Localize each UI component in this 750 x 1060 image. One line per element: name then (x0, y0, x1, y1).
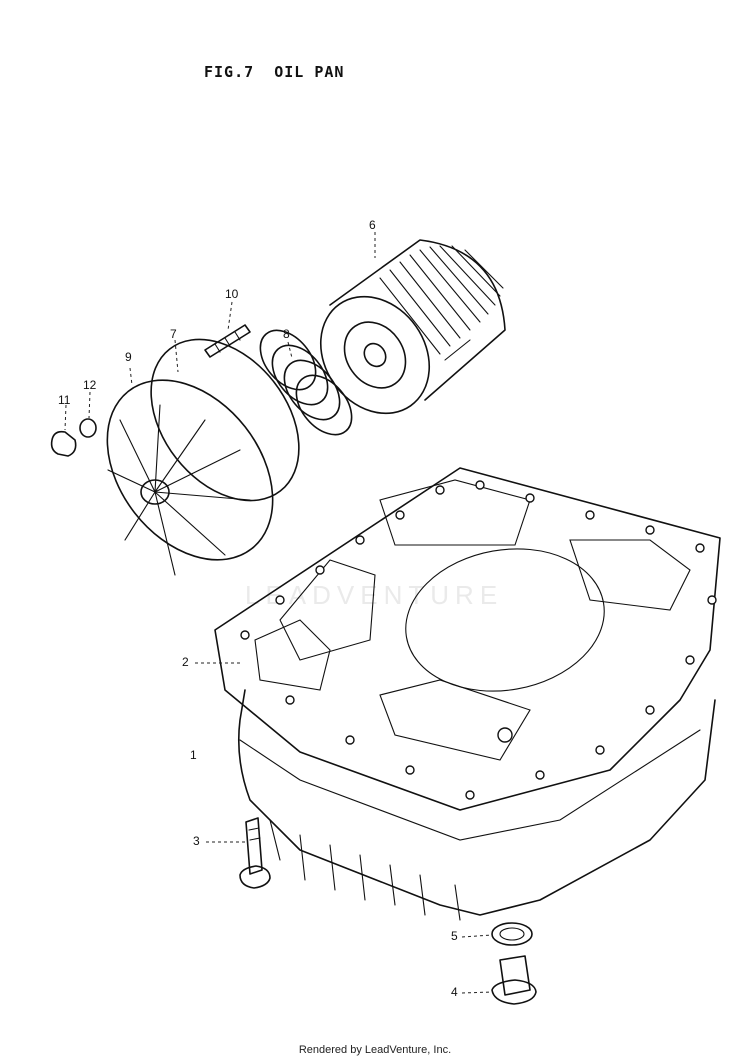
callout-10: 10 (225, 287, 239, 301)
callout-8: 8 (283, 327, 290, 341)
bolt-part-3 (239, 817, 271, 889)
gasket-part-7 (150, 338, 300, 502)
pan-gasket-part-2 (214, 467, 721, 811)
callout-4: 4 (451, 985, 458, 999)
callout-5: 5 (451, 929, 458, 943)
oil-filter-part-6 (319, 239, 506, 415)
washer-part-5 (491, 922, 533, 946)
leader-lines (64, 232, 493, 994)
cap-nut-part-11 (50, 430, 77, 457)
callout-6: 6 (369, 218, 376, 232)
callout-2: 2 (182, 655, 189, 669)
oil-pan-part-1 (237, 689, 716, 921)
figure-title: FIG.7 OIL PAN (204, 63, 345, 81)
stud-part-10 (204, 324, 251, 358)
watermark: LEADVENTURE (245, 580, 504, 610)
footer-credit: Rendered by LeadVenture, Inc. (298, 1044, 452, 1056)
callout-1: 1 (190, 748, 197, 762)
callout-7: 7 (170, 327, 177, 341)
callout-11: 11 (58, 393, 71, 407)
washer-part-12 (79, 418, 97, 438)
callout-3: 3 (193, 834, 200, 848)
callout-9: 9 (125, 350, 132, 364)
spring-part-8 (259, 329, 353, 436)
filter-cap-part-9 (106, 379, 274, 576)
callout-12: 12 (83, 378, 97, 392)
drain-plug-part-4 (491, 955, 537, 1005)
